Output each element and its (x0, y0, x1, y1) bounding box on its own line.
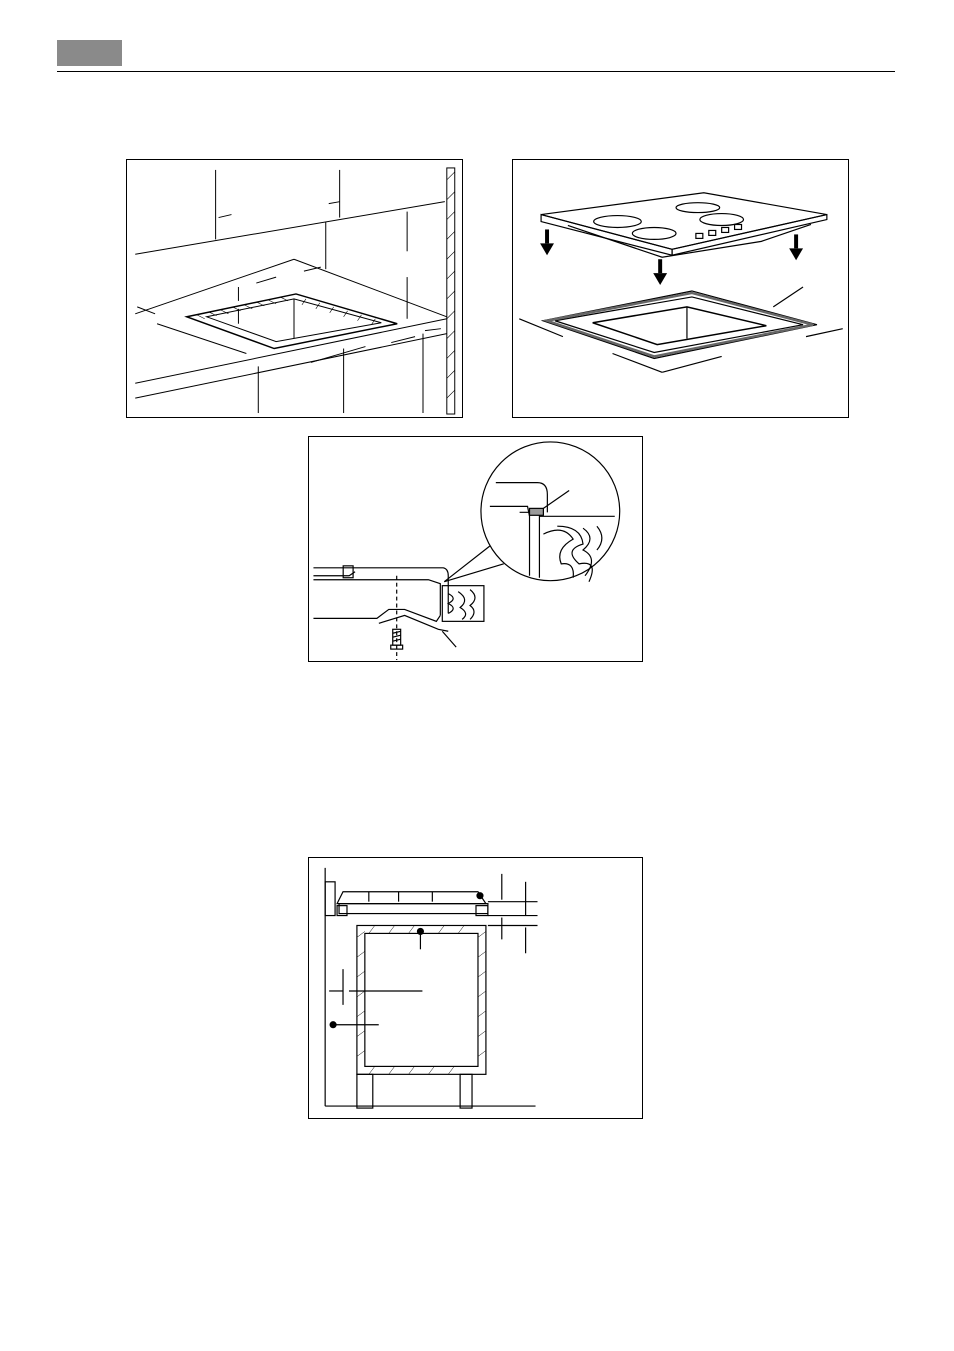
figure-seal-and-lower-hob (512, 159, 849, 418)
section-header-tab (57, 40, 122, 66)
built-in-cabinet-section-icon (309, 858, 642, 1118)
hob-lowering-icon (513, 160, 848, 417)
header-rule (57, 71, 895, 72)
figure-clamp-fixing (308, 436, 643, 662)
clamp-screw-detail-icon (309, 437, 642, 661)
figure-cabinet-clearances (308, 857, 643, 1119)
countertop-cutout-icon (127, 160, 462, 417)
figure-cutout-dimensions (126, 159, 463, 418)
